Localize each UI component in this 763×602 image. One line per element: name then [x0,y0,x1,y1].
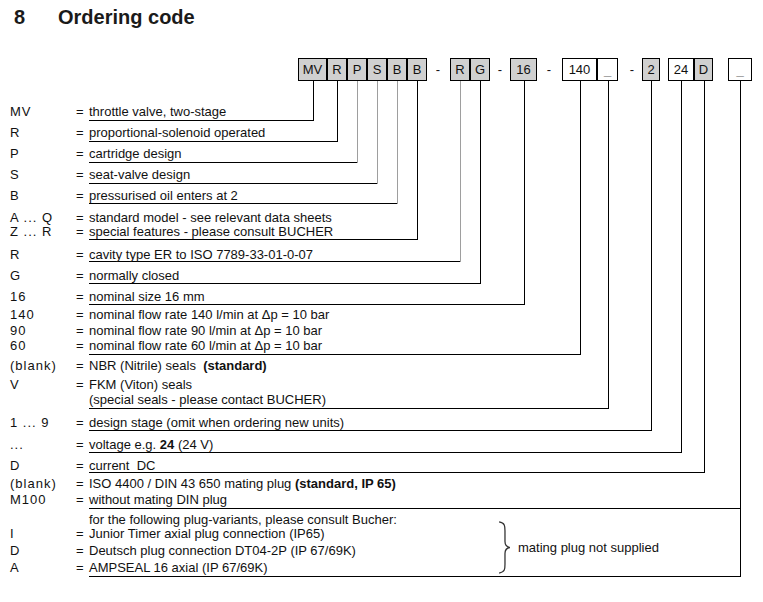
row-description: Deutsch plug connection DT04-2P (IP 67/6… [89,544,356,558]
code-box-B: B [407,58,427,81]
code-box-blank: _ [728,58,752,81]
row-code: B [10,189,20,203]
connector-drop-line [740,81,741,577]
equals-sign: = [76,339,84,353]
connector-underline [89,239,418,240]
row-description: nominal size 16 mm [89,290,205,304]
code-box-D: D [694,58,713,81]
row-code: D [10,544,20,558]
row-description: NBR (Nitrile) seals (standard) [89,359,267,373]
connector-drop-line [651,81,652,431]
dash-separator: - [630,58,634,81]
row-code: MV [10,105,32,119]
connector-drop-line [417,81,418,240]
code-box-label: 140 [569,63,591,76]
code-box-label: S [373,63,382,76]
row-description: for the following plug-variants, please … [89,513,397,527]
connector-drop-line [397,81,398,204]
row-description: normally closed [89,269,179,283]
code-box-label: _ [604,63,611,76]
connector-underline [89,183,378,184]
row-description: (special seals - please contact BUCHER) [89,393,326,407]
connector-underline [89,141,338,142]
row-code: 16 [10,290,26,304]
code-box-blank: _ [597,58,618,81]
equals-sign: = [76,493,84,507]
connector-underline [89,452,682,453]
equals-sign: = [76,189,84,203]
code-box-label: 16 [516,63,530,76]
connector-underline [89,508,741,509]
connector-underline [89,203,398,204]
equals-sign: = [76,561,84,575]
equals-sign: = [76,416,84,430]
connector-underline [89,472,705,473]
code-box-label: B [393,63,402,76]
code-box-label: R [455,63,464,76]
row-description: FKM (Viton) seals [89,378,192,392]
row-description: special features - please consult BUCHER [89,225,333,239]
row-description: pressurised oil enters at 2 [89,189,238,203]
equals-sign: = [76,477,84,491]
code-box-label: _ [736,63,743,76]
connector-drop-line [681,81,682,453]
connector-drop-line [608,81,609,409]
row-description: voltage e.g. 24 (24 V) [89,438,213,452]
row-code: V [10,378,20,392]
equals-sign: = [76,290,84,304]
row-description: AMPSEAL 16 axial (IP 67/69K) [89,561,267,575]
connector-drop-line [377,81,378,184]
curly-brace-icon [497,521,511,574]
row-description: ISO 4400 / DIN 43 650 mating plug (stand… [89,477,396,491]
row-description: standard model - see relevant data sheet… [89,211,332,225]
section-title: Ordering code [58,6,195,29]
row-description: cavity type ER to ISO 7789-33-01-0-07 [89,248,313,262]
equals-sign: = [76,324,84,338]
connector-drop-line [460,81,461,262]
row-code: (blank) [10,477,57,491]
row-code: R [10,248,20,262]
row-code: ... [10,438,24,452]
code-box-label: 24 [674,63,688,76]
row-code: 60 [10,339,26,353]
row-code: D [10,459,20,473]
connector-drop-line [704,81,705,473]
code-box-R: R [450,58,470,81]
row-code: (blank) [10,359,57,373]
row-description: nominal flow rate 90 l/min at Δp = 10 ba… [89,324,322,338]
row-code: A [10,561,20,575]
row-code: S [10,168,20,182]
connector-underline [89,162,358,163]
code-box-2: 2 [642,58,660,81]
row-description: without mating DIN plug [89,493,227,507]
row-code: I [10,527,15,541]
equals-sign: = [76,269,84,283]
connector-drop-line [337,81,338,142]
row-code: G [10,269,21,283]
connector-underline [89,283,481,284]
row-description: nominal flow rate 60 l/min at Δp = 10 ba… [89,339,322,353]
row-code: R [10,126,20,140]
connector-drop-line [580,81,581,355]
connector-underline [89,120,314,121]
row-code: M100 [10,493,47,507]
connector-drop-line [480,81,481,284]
dash-separator: - [498,58,502,81]
code-box-label: MV [303,63,323,76]
equals-sign: = [76,126,84,140]
dash-separator: - [436,58,440,81]
code-box-label: R [332,63,341,76]
connector-underline [89,408,609,409]
row-description: proportional-solenoid operated [89,126,265,140]
row-code: 90 [10,324,26,338]
row-description: throttle valve, two-stage [89,105,226,119]
connector-drop-line [357,81,358,163]
row-code: 140 [10,308,35,322]
connector-underline [89,304,525,305]
row-code: 1 ... 9 [10,416,50,430]
connector-underline [89,430,652,431]
connector-underline [89,354,581,355]
code-box-label: D [699,63,708,76]
row-code: Z ... R [10,225,52,239]
